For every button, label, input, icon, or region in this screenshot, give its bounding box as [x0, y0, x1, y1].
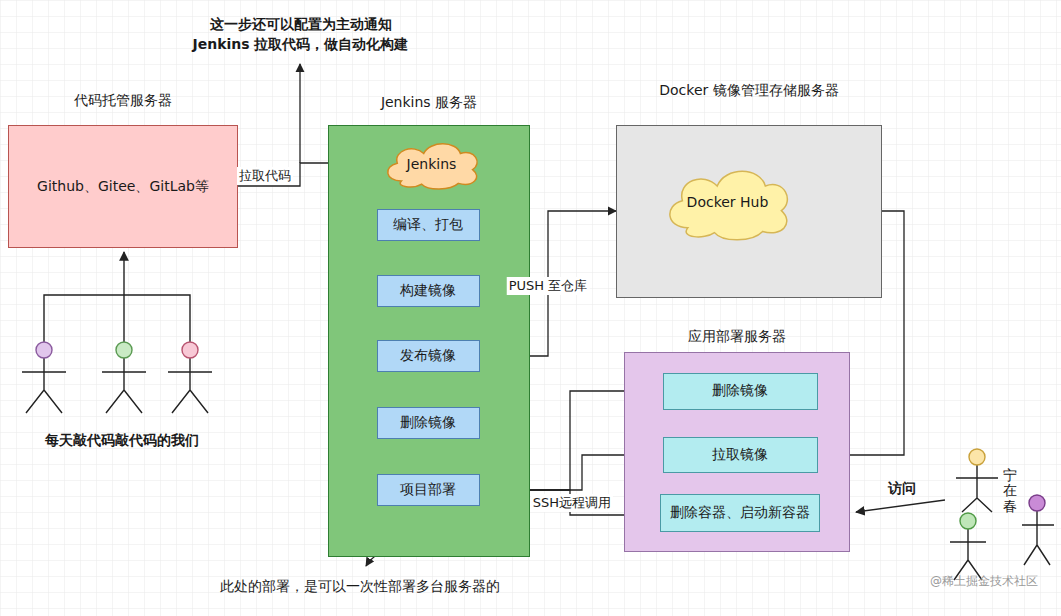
step-box: 编译、打包 [377, 209, 480, 241]
note-leader [299, 64, 300, 163]
edge-label: PUSH 至仓库 [507, 277, 590, 295]
step-box: 删除镜像 [663, 373, 818, 410]
group-caption: 每天敲代码敲代码的我们 [12, 430, 232, 450]
edge-label: SSH远程调用 [531, 494, 613, 512]
node-label: 删除镜像 [400, 414, 456, 432]
note-text: 这一步还可以配置为主动通知 Jenkins 拉取代码，做自动化构建 [188, 14, 413, 55]
node-label: 构建镜像 [400, 282, 456, 300]
node-label: 编译、打包 [393, 216, 463, 234]
step-box: 构建镜像 [377, 275, 480, 307]
node-label: Jenkins [407, 156, 457, 172]
edge-label: 拉取代码 [237, 167, 293, 185]
docker-registry-box: Docker HubDocker 镜像管理存储服务器 [616, 125, 882, 298]
access-label: 访问 [888, 478, 916, 498]
server-heading: 应用部署服务器 [535, 328, 939, 346]
step-box: 项目部署 [377, 474, 480, 506]
node-label: 删除容器、启动新容器 [670, 504, 810, 522]
node-label: 拉取镜像 [712, 446, 768, 464]
developer-figures [22, 252, 212, 413]
user-name-vertical: 宁在春 [1003, 468, 1017, 514]
jenkins-cloud: Jenkins [381, 139, 483, 189]
node-label: 删除镜像 [712, 382, 768, 400]
watermark: @稀土掘金技术社区 [930, 573, 1038, 590]
user-figures [856, 449, 1054, 580]
step-box: 拉取镜像 [663, 437, 818, 473]
server-heading: Docker 镜像管理存储服务器 [527, 82, 971, 100]
step-box: 删除镜像 [377, 407, 480, 439]
step-box: 删除容器、启动新容器 [660, 494, 820, 532]
node-label: Docker Hub [687, 194, 769, 210]
node-label: 发布镜像 [400, 347, 456, 365]
server-heading: Jenkins 服务器 [239, 94, 619, 112]
docker-hub-cloud: Docker Hub [661, 164, 795, 240]
jenkins-server-box: Jenkins编译、打包构建镜像发布镜像删除镜像项目部署Jenkins 服务器 [328, 125, 530, 557]
deploy-server-box: 删除镜像拉取镜像删除容器、启动新容器应用部署服务器 [624, 352, 850, 552]
node-label: Github、Gitee、GitLab等 [37, 178, 209, 196]
server-heading: 代码托管服务器 [0, 92, 327, 110]
node-label: 项目部署 [400, 481, 456, 499]
code-host-box: 代码托管服务器Github、Gitee、GitLab等 [8, 125, 238, 248]
deploy-note: 此处的部署，是可以一次性部署多台服务器的 [210, 576, 510, 596]
step-box: 发布镜像 [377, 340, 480, 372]
